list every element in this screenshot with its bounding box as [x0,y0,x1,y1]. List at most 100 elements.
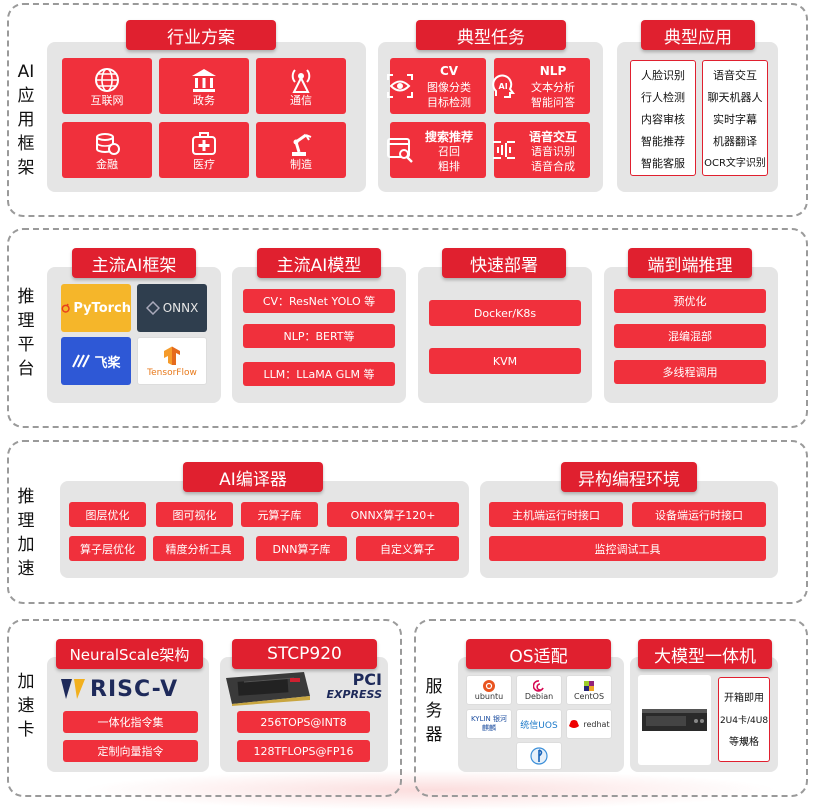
os-title: OS适配 [466,639,611,669]
app-item: 智能客服 [641,157,685,170]
task-tile-nlp[interactable]: AI NLP 文本分析 智能问答 [492,58,590,114]
tile-label: 政务 [193,94,215,107]
server-section [414,619,808,797]
task-title: NLP [539,64,567,78]
eye-scan-icon [387,74,413,98]
onnx-mark-icon [145,301,160,315]
coins-icon [96,133,120,155]
pci-express-logo: PCI EXPRESS [326,670,383,702]
ubuntu-mark-icon [483,679,495,692]
industry-tile-telecom[interactable]: 通信 [256,58,346,114]
task-desc-2: 智能问答 [531,96,575,109]
compiler-item[interactable]: 自定义算子 [356,536,459,561]
app-item: 智能推荐 [641,135,685,148]
task-tile-voice[interactable]: 语音交互 语音识别 语音合成 [493,122,590,178]
antenna-icon [291,69,311,93]
industry-tile-internet[interactable]: 互联网 [62,58,152,114]
deploy-item[interactable]: Docker/K8s [429,300,581,326]
e2e-item[interactable]: 预优化 [614,289,766,313]
industry-tile-medical[interactable]: 医疗 [159,122,249,178]
accelerator-card-image [224,670,312,706]
app-item: 机器翻译 [713,135,757,148]
task-desc-1: 文本分析 [531,81,575,94]
compiler-item[interactable]: 元算子库 [241,502,318,527]
model-item[interactable]: CV：ResNet YOLO 等 [243,289,395,313]
compiler-item[interactable]: ONNX算子120+ [327,502,459,527]
task-title: 语音交互 [528,130,577,144]
compiler-item[interactable]: 算子层优化 [69,536,146,561]
section-label-server: 服务器 [425,677,443,745]
industry-title: 行业方案 [126,20,276,50]
os-blank-logo [516,742,562,770]
apps-title: 典型应用 [641,20,755,50]
app-item: OCR文字识别 [704,158,766,169]
models-title: 主流AI模型 [257,248,381,278]
neuralscale-item[interactable]: 定制向量指令 [63,740,198,762]
deploy-panel [418,267,592,403]
llm-machine-specs: 开箱即用 2U4卡/4U8卡 等规格 [718,677,770,762]
stcp-item[interactable]: 128TFLOPS@FP16 [237,740,370,762]
redhat-hat-icon [569,720,580,728]
task-title: CV [439,64,459,78]
uos-logo: 统信UOS [516,709,562,739]
hetero-item[interactable]: 主机端运行时接口 [489,502,623,527]
paddle-logo: 飞桨 [61,337,131,385]
centos-mark-icon [584,680,594,691]
inference-platform-section [7,228,808,428]
globe-icon [95,68,119,92]
hetero-panel [480,481,778,578]
deploy-title: 快速部署 [442,248,566,278]
search-window-icon [387,138,413,163]
risc-v-logo: RISC-V [60,675,200,703]
industry-tile-manufacturing[interactable]: 制造 [256,122,346,178]
redhat-logo: redhat [566,709,612,739]
kylin-logo: KYLIN 银河麒麟 [466,709,512,739]
compiler-item[interactable]: 图层优化 [69,502,146,527]
deploy-item[interactable]: KVM [429,348,581,374]
stcp-title: STCP920 [232,639,377,669]
hetero-item[interactable]: 监控调试工具 [489,536,766,561]
section-label-accel-card: 加速卡 [17,672,35,740]
hetero-item[interactable]: 设备端运行时接口 [632,502,766,527]
debian-swirl-icon [533,679,544,692]
app-item: 行人检测 [641,91,685,104]
compiler-item[interactable]: 精度分析工具 [153,536,244,561]
section-label-inference-accel: 推理加速 [17,487,35,579]
background-glow [80,770,780,810]
tile-label: 制造 [290,158,312,171]
tile-label: 通信 [290,94,312,107]
task-tile-cv[interactable]: CV 图像分类 目标检测 [387,58,486,114]
frameworks-title: 主流AI框架 [72,248,196,278]
stcp-item[interactable]: 256TOPS@INT8 [237,711,370,733]
apps-list-left: 人脸识别 行人检测 内容审核 智能推荐 智能客服 [630,60,696,176]
task-tile-search-recommend[interactable]: 搜索推荐 召回 粗排 [387,122,486,178]
centos-logo: CentOS [566,675,612,705]
neuralscale-title: NeuralScale架构 [56,639,203,669]
section-label-ai-app-framework: AI应用框架 [17,62,35,178]
tile-label: 互联网 [90,94,124,107]
government-building-icon [192,69,216,92]
server-rack-image [638,675,711,765]
openeuler-mark-icon [530,747,548,765]
industry-tile-government[interactable]: 政务 [159,58,249,114]
section-label-inference-platform: 推理平台 [17,287,35,379]
paddle-mark-icon [72,354,91,368]
task-desc-1: 召回 [438,145,460,158]
compiler-item[interactable]: 图可视化 [156,502,233,527]
app-item: 人脸识别 [641,69,685,82]
compiler-item[interactable]: DNN算子库 [256,536,347,561]
model-item[interactable]: NLP：BERT等 [243,324,395,348]
e2e-item[interactable]: 多线程调用 [614,360,766,384]
app-item: 实时字幕 [713,113,757,126]
industry-tile-finance[interactable]: 金融 [62,122,152,178]
e2e-item[interactable]: 混编混部 [614,324,766,348]
llm-machine-title: 大模型一体机 [638,639,772,669]
svg-text:AI: AI [499,82,508,91]
e2e-title: 端到端推理 [628,248,752,278]
model-item[interactable]: LLM：LLaMA GLM 等 [243,362,395,386]
app-item: 聊天机器人 [707,91,763,104]
task-desc-2: 粗排 [438,160,460,173]
neuralscale-item[interactable]: 一体化指令集 [63,711,198,733]
inference-accel-section [7,440,808,604]
accel-card-section [7,619,402,797]
